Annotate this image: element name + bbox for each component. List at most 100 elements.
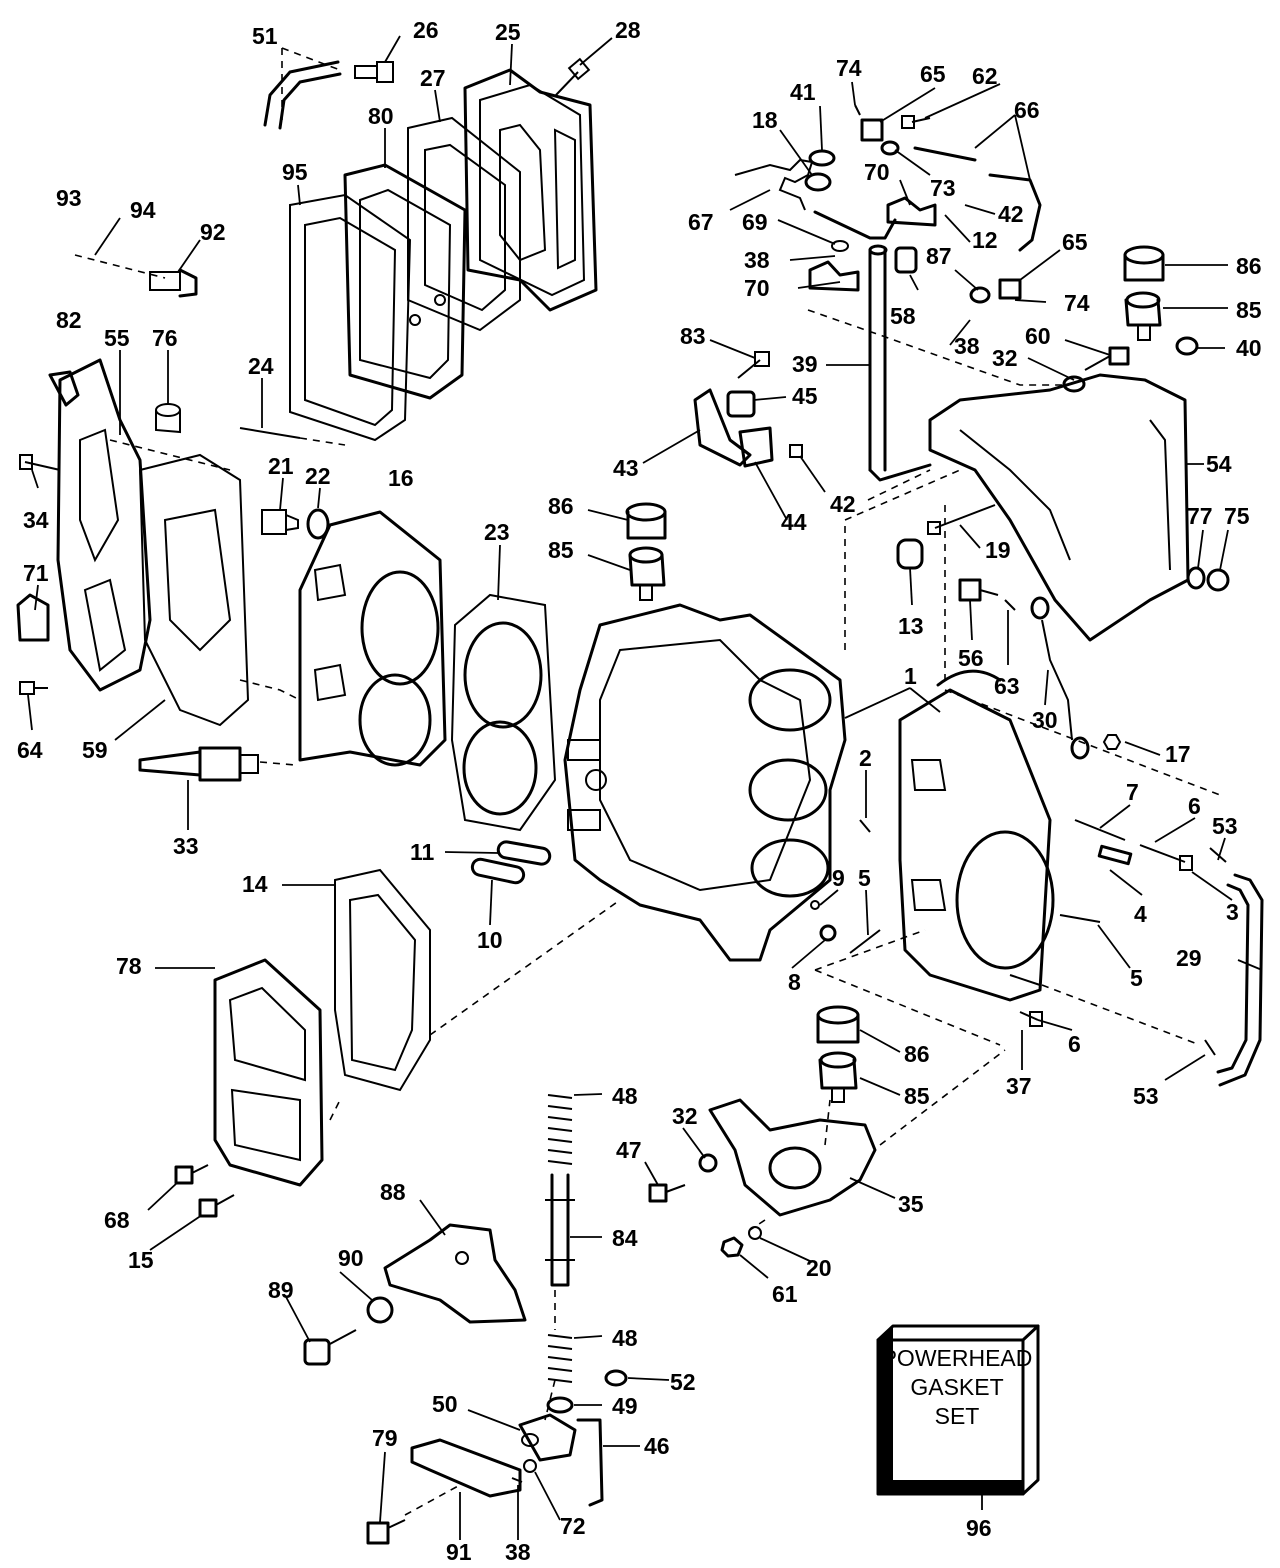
stud-part xyxy=(239,427,346,446)
callout: 23 xyxy=(484,519,510,545)
screw-part xyxy=(366,1519,406,1545)
mount-part xyxy=(818,1051,858,1103)
bolt-part xyxy=(1062,336,1199,393)
callout: 88 xyxy=(380,1179,406,1205)
cam-link-part xyxy=(693,388,803,468)
callout: 26 xyxy=(413,17,439,43)
callout: 9 xyxy=(832,865,845,891)
callout: 42 xyxy=(998,201,1024,227)
fitting-part xyxy=(354,61,394,83)
crankcase-part xyxy=(563,603,847,962)
callout: 40 xyxy=(1236,335,1262,361)
callout: 38 xyxy=(954,333,980,359)
callout: 3 xyxy=(1226,899,1239,925)
callout: 45 xyxy=(792,383,818,409)
callout: 8 xyxy=(788,969,801,995)
callout: 86 xyxy=(548,493,574,519)
callout: 70 xyxy=(864,159,890,185)
callout: 72 xyxy=(560,1513,586,1539)
sleeve-part xyxy=(155,403,181,434)
lower-mount-bracket-part xyxy=(708,1098,877,1217)
callout: 14 xyxy=(242,871,268,897)
callout: 52 xyxy=(670,1369,696,1395)
callout: 84 xyxy=(612,1225,638,1251)
callout: 63 xyxy=(994,673,1020,699)
callout: 93 xyxy=(56,185,82,211)
callout: 38 xyxy=(505,1539,531,1565)
callout: 2 xyxy=(859,745,872,771)
dowel-pin-part xyxy=(470,857,526,885)
push-rod-part xyxy=(545,1173,575,1287)
callout: 85 xyxy=(1236,297,1262,323)
callout: 95 xyxy=(282,159,308,185)
cam-part xyxy=(518,1413,577,1462)
callout: 41 xyxy=(790,79,816,105)
thermostat-part xyxy=(261,509,299,535)
callout: 75 xyxy=(1224,503,1250,529)
gasket-set-box: POWERHEAD GASKET SET xyxy=(876,1324,1040,1496)
mount-part xyxy=(625,502,667,540)
washer-part xyxy=(546,1369,628,1414)
callout: 73 xyxy=(930,175,956,201)
gasket-set-line3: SET xyxy=(935,1403,980,1429)
fastener-part xyxy=(648,1153,762,1258)
callout: 29 xyxy=(1176,945,1202,971)
callout: 69 xyxy=(742,209,768,235)
spring-part xyxy=(734,158,814,211)
head-gasket-part xyxy=(450,593,557,832)
bolt-part xyxy=(927,504,996,535)
gasket-set-line2: GASKET xyxy=(910,1374,1003,1400)
clip-part xyxy=(16,593,50,642)
callout: 7 xyxy=(1126,779,1139,805)
crankcase-half-part xyxy=(898,669,1055,1002)
callout: 27 xyxy=(420,65,446,91)
spring-part xyxy=(547,1094,573,1165)
bracket-part xyxy=(383,1223,527,1324)
washer-part xyxy=(511,1459,537,1483)
throttle-shaft-part xyxy=(813,210,932,482)
callout: 48 xyxy=(612,1325,638,1351)
cover-gasket-part xyxy=(138,453,250,727)
callout: 86 xyxy=(1236,253,1262,279)
mount-part xyxy=(816,1005,860,1044)
callout: 92 xyxy=(200,219,226,245)
callout: 47 xyxy=(616,1137,642,1163)
intake-gasket-part xyxy=(334,868,431,1092)
roller-part xyxy=(726,390,756,418)
callout: 43 xyxy=(613,455,639,481)
callout: 82 xyxy=(56,307,82,333)
callout: 77 xyxy=(1187,503,1213,529)
callout: 20 xyxy=(806,1255,832,1281)
callout: 94 xyxy=(130,197,156,223)
callout: 13 xyxy=(898,613,924,639)
callout: 34 xyxy=(23,507,49,533)
washer-part xyxy=(366,1296,394,1324)
nut-part xyxy=(1102,734,1122,750)
callout: 15 xyxy=(128,1247,154,1273)
callout: 85 xyxy=(548,537,574,563)
lever-part xyxy=(410,1438,522,1498)
callout: 44 xyxy=(781,509,807,535)
screw-part xyxy=(19,681,48,695)
callout: 32 xyxy=(672,1103,698,1129)
assembly-lines xyxy=(109,47,1221,1516)
stud-part xyxy=(849,914,1101,954)
callout: 49 xyxy=(612,1393,638,1419)
linkage-part xyxy=(854,104,1042,252)
callout: 50 xyxy=(432,1391,458,1417)
washer-part xyxy=(1186,566,1230,592)
callout: 65 xyxy=(920,61,946,87)
callout: 10 xyxy=(477,927,503,953)
intake-manifold-part xyxy=(213,958,324,1187)
nut-part xyxy=(810,900,837,942)
callout: 11 xyxy=(410,839,435,865)
callout: 83 xyxy=(680,323,706,349)
washer-part xyxy=(808,149,836,167)
mount-part xyxy=(628,546,666,601)
valve-part xyxy=(74,254,198,298)
cylinder-head-part xyxy=(298,510,447,767)
callout: 30 xyxy=(1032,707,1058,733)
callout: 87 xyxy=(926,243,952,269)
callout: 4 xyxy=(1134,901,1147,927)
